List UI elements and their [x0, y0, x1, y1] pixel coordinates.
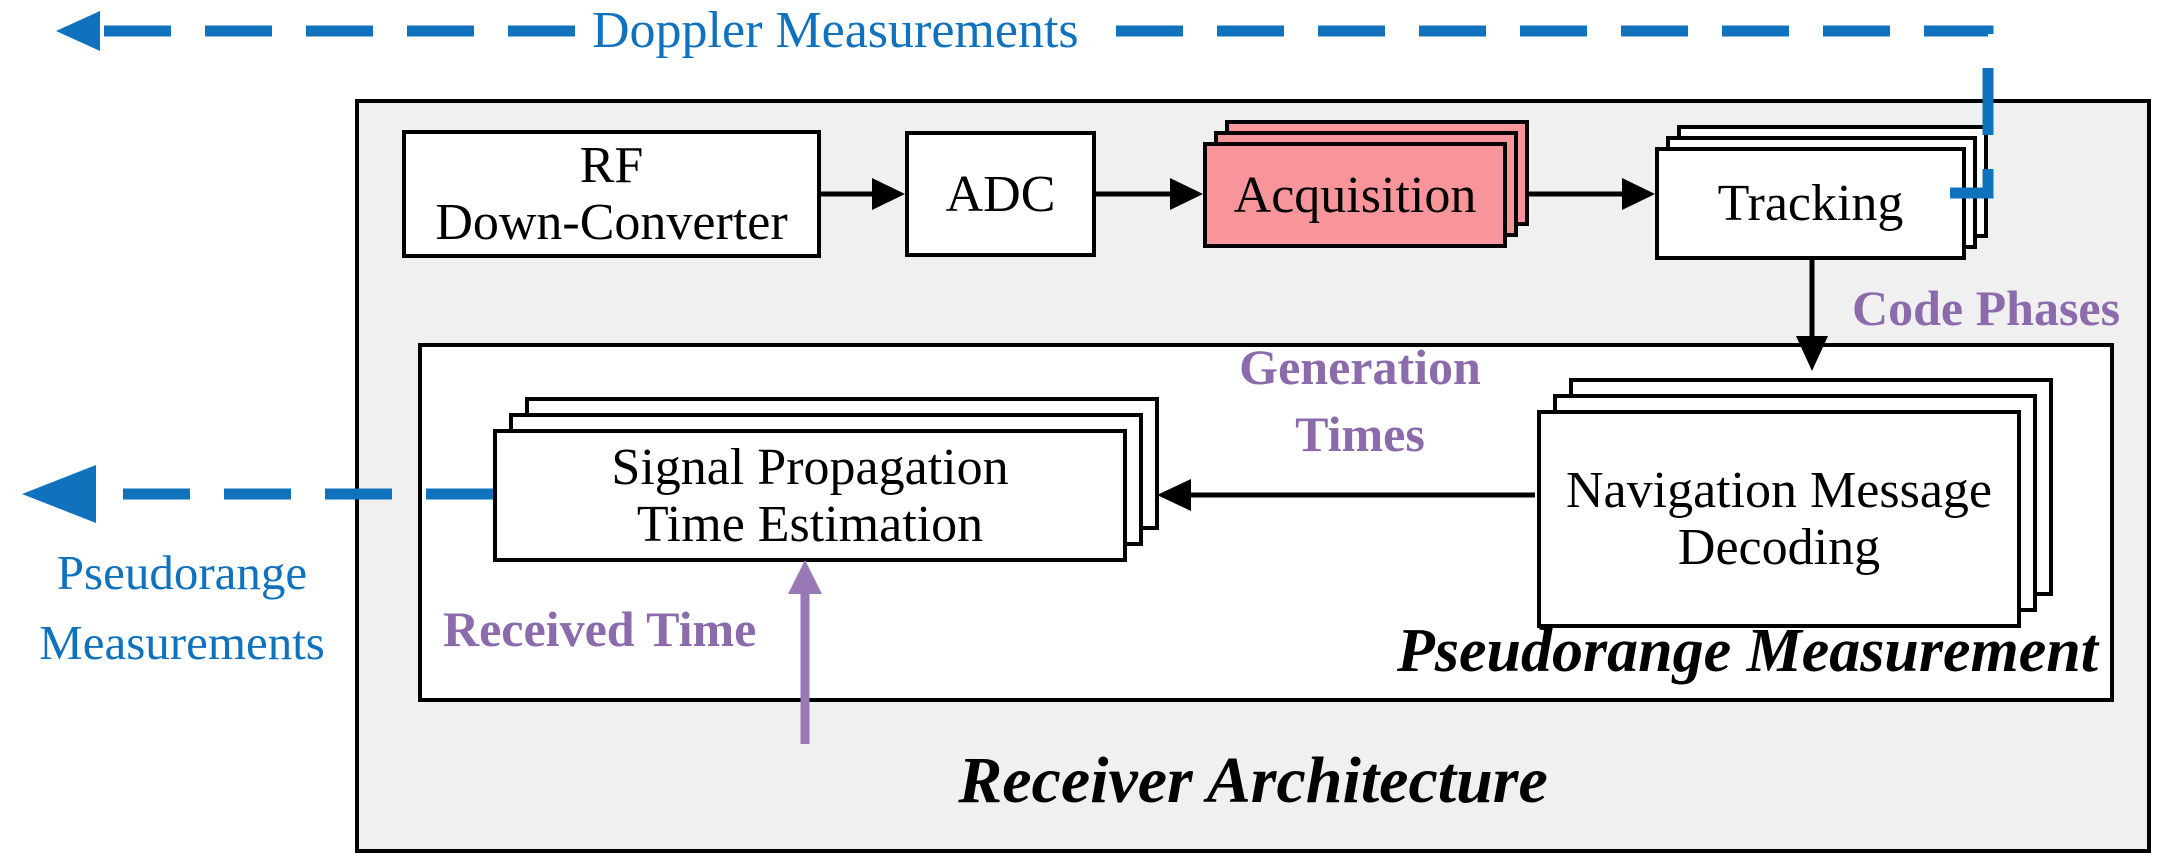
pseudorange-measurement-title: Pseudorange Measurement [1397, 617, 2098, 685]
generation-times-line1: Generation [1239, 339, 1481, 395]
adc-block: ADC [905, 131, 1096, 257]
spte-label-line1: Signal Propagation [611, 438, 1009, 496]
generation-times-label: Generation Times [1170, 334, 1550, 468]
nav-decoding-label-line2: Decoding [1677, 519, 1881, 576]
generation-times-line2: Times [1295, 406, 1425, 462]
pseudorange-measurements-line2: Measurements [39, 615, 325, 670]
pseudorange-measurements-label: Pseudorange Measurements [0, 538, 364, 678]
pseudorange-measurements-line1: Pseudorange [56, 545, 308, 600]
pseudorange-arrowhead-icon [22, 465, 96, 523]
received-time-label: Received Time [443, 601, 757, 657]
tracking-block: Tracking [1655, 125, 1989, 261]
tracking-label: Tracking [1717, 175, 1904, 232]
spte-stack-layer-front: Signal Propagation Time Estimation [493, 429, 1127, 562]
doppler-measurements-label: Doppler Measurements [592, 2, 1079, 59]
tracking-stack-layer-front: Tracking [1655, 147, 1966, 260]
nav-decoding-label-line1: Navigation Message [1565, 462, 1992, 519]
doppler-arrowhead-icon [56, 11, 100, 51]
receiver-architecture-title: Receiver Architecture [958, 744, 1548, 817]
rf-down-converter-block: RF Down-Converter [402, 130, 821, 258]
nav-decoding-stack-layer-front: Navigation Message Decoding [1537, 410, 2021, 628]
acquisition-label: Acquisition [1233, 166, 1477, 224]
signal-propagation-time-estimation-block: Signal Propagation Time Estimation [493, 397, 1160, 562]
acquisition-block: Acquisition [1203, 120, 1530, 248]
spte-label-line2: Time Estimation [636, 495, 984, 553]
navigation-message-decoding-block: Navigation Message Decoding [1537, 378, 2054, 628]
adc-label: ADC [945, 165, 1056, 223]
rf-label-line1: RF [579, 137, 644, 194]
rf-label-line2: Down-Converter [435, 194, 788, 251]
code-phases-label: Code Phases [1852, 280, 2121, 336]
acquisition-stack-layer-front: Acquisition [1203, 142, 1507, 248]
